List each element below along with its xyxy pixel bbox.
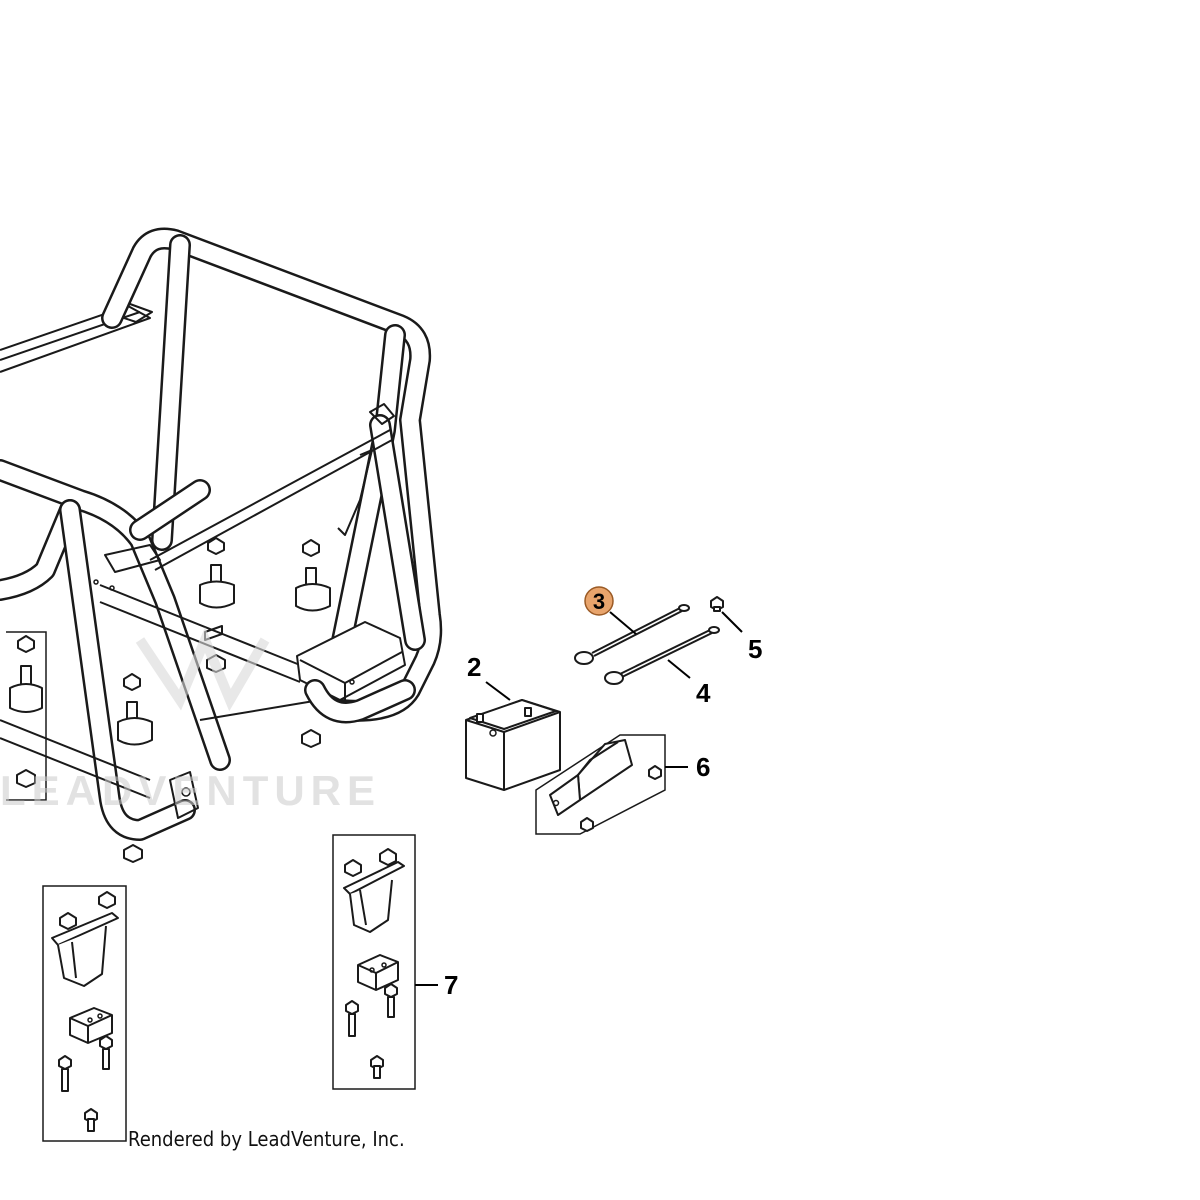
kit7-bolt-2 [345, 1000, 359, 1037]
mount-kit-left[interactable] [42, 885, 127, 1142]
callout-3-highlight [584, 586, 614, 616]
battery[interactable] [465, 699, 561, 791]
callout-5[interactable]: 5 [748, 634, 762, 664]
battery-cable-4[interactable] [604, 626, 720, 685]
leader-5 [721, 611, 743, 633]
callout-3-label: 3 [593, 589, 605, 614]
callout-2[interactable]: 2 [467, 652, 481, 682]
callout-7-label: 7 [444, 970, 458, 1000]
callout-6[interactable]: 6 [696, 752, 710, 782]
terminal-bolt[interactable] [710, 596, 724, 612]
callout-7[interactable]: 7 [444, 970, 458, 1000]
callout-5-label: 5 [748, 634, 762, 664]
upper-side-rail [0, 303, 153, 373]
mount-1 [199, 537, 235, 609]
diagonal-brace [0, 459, 231, 841]
leader-2 [485, 681, 511, 701]
leader-4 [667, 659, 691, 679]
left-kit-bolt-1 [99, 1035, 113, 1070]
callout-6-label: 6 [696, 752, 710, 782]
watermark-text: LEADVENTURE [0, 767, 381, 814]
callout-4[interactable]: 4 [696, 678, 711, 708]
kit7-bolt-1 [384, 983, 398, 1018]
left-mount-detail [6, 631, 47, 801]
left-kit-bolt-2 [58, 1055, 72, 1092]
mount-3 [117, 673, 153, 746]
cross-rails [0, 429, 393, 819]
frame-rubber-mounts [117, 537, 331, 863]
kit7-bolt-3 [370, 1055, 384, 1079]
left-kit-bolt-3 [84, 1108, 98, 1132]
callout-2-label: 2 [467, 652, 481, 682]
leader-3 [609, 611, 637, 635]
frame-battery-tray [296, 621, 416, 724]
mount-kit-7[interactable] [332, 834, 416, 1090]
frame-assembly [0, 227, 443, 863]
battery-cable-3[interactable] [574, 604, 690, 665]
callout-4-label: 4 [696, 678, 711, 708]
leader-lines [415, 611, 743, 986]
render-credit: Rendered by LeadVenture, Inc. [128, 1127, 405, 1151]
battery-holder-kit[interactable] [535, 734, 666, 835]
callouts: 2 3 4 5 6 7 [444, 586, 762, 1000]
mount-2 [295, 539, 331, 612]
callout-3[interactable]: 3 [584, 586, 614, 616]
watermark: LEADVENTURE [0, 627, 381, 814]
